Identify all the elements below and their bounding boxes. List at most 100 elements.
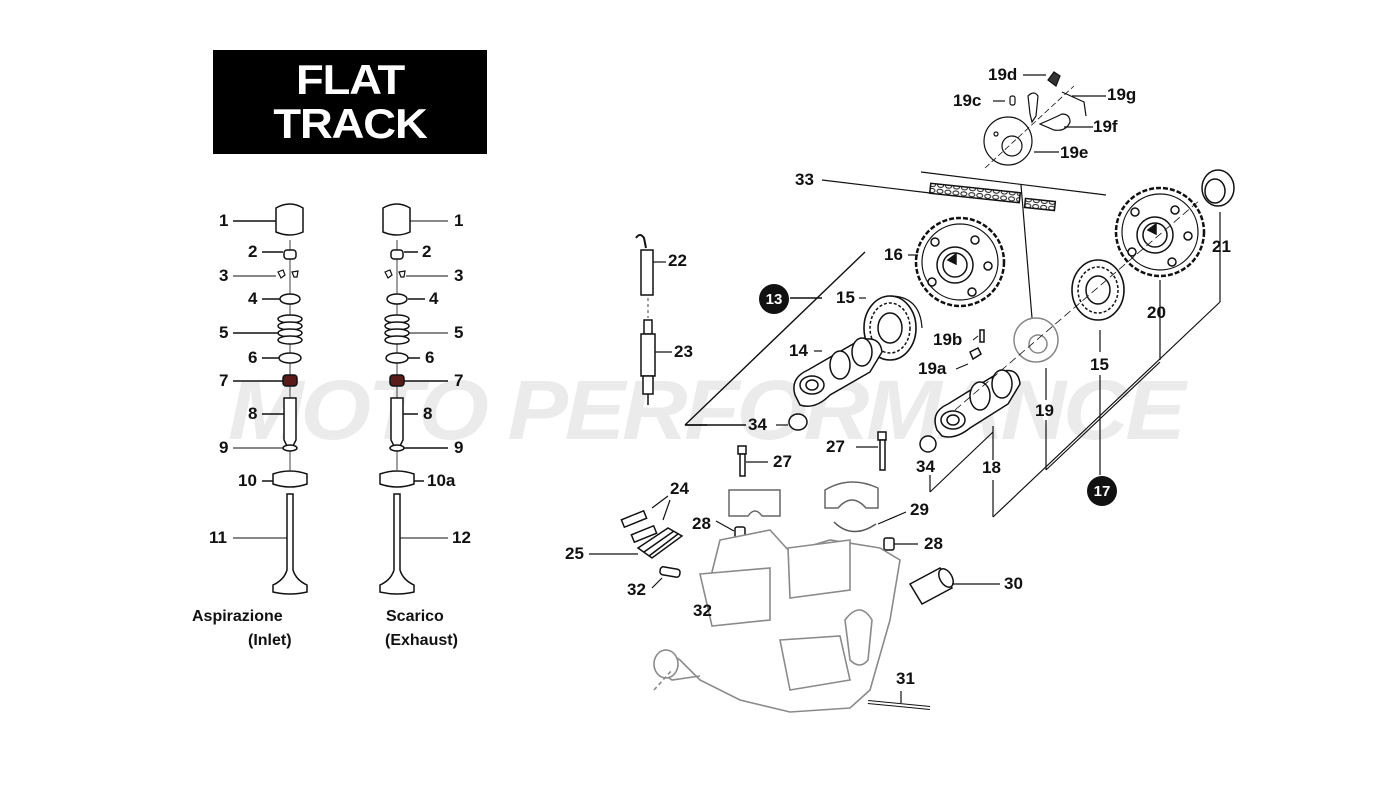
part-16-intake-cam-sprocket: [914, 216, 1006, 308]
label-33: 33: [795, 170, 814, 189]
label-inlet-11: 11: [209, 528, 227, 547]
part-32-plug-screw: [659, 566, 681, 578]
label-19b: 19b: [933, 330, 963, 349]
part-29-half-bearing: [833, 521, 877, 533]
label-19g: 19g: [1107, 85, 1137, 104]
part-22-spark-plug-cap: [635, 234, 666, 296]
cylinder-head: [653, 529, 901, 713]
camshaft-assembly: [684, 169, 1235, 518]
label-exhaust-3: 3: [454, 266, 464, 285]
part-34-dowel-ring: [919, 435, 937, 453]
part-9-circlip: [389, 444, 405, 452]
part-19c-pin: [1009, 95, 1016, 106]
part-19c-lever: [1027, 92, 1039, 124]
part-8-valve-guide: [390, 397, 404, 449]
part-10-valve-seat: [272, 470, 308, 488]
cam-cap-left: [728, 489, 781, 517]
part-19a-pin: [969, 346, 982, 361]
inlet-valve-assembly: [233, 203, 308, 595]
part-2-shim: [283, 249, 297, 260]
part-1-tappet-bucket: [275, 203, 304, 236]
label-inlet-2: 2: [248, 242, 258, 261]
label-inlet-1: 1: [219, 211, 229, 230]
label-inlet-10: 10: [238, 471, 257, 490]
watermark: MOTO PERFORMANCE: [228, 363, 1186, 457]
part-10a-valve-seat: [379, 470, 415, 488]
label-30: 30: [1004, 574, 1023, 593]
label-exhaust-6: 6: [425, 348, 435, 367]
part-21-bearing: [1201, 169, 1235, 207]
part-19b-pin: [979, 329, 985, 343]
label-inlet-4: 4: [248, 289, 258, 308]
label-exhaust-4: 4: [429, 289, 439, 308]
part-15-bearing: [1071, 259, 1125, 321]
label-inlet-7: 7: [219, 371, 229, 390]
part-27-bolt: [737, 445, 768, 477]
label-20: 20: [1147, 303, 1166, 322]
label-exhaust-2: 2: [422, 242, 432, 261]
caption-exhaust-italian: Scarico: [386, 608, 444, 625]
label-inlet-6: 6: [248, 348, 258, 367]
part-24-inserts: [620, 495, 671, 544]
label-exhaust-1: 1: [454, 211, 464, 230]
label-17-highlighted: 17: [1087, 476, 1117, 506]
title-line-1: FLAT: [295, 56, 405, 103]
label-23: 23: [674, 342, 693, 361]
caption-exhaust-english: (Exhaust): [385, 632, 458, 649]
part-4-spring-retainer: [279, 293, 301, 305]
part-2-shim: [390, 249, 404, 260]
title-line-2: TRACK: [273, 100, 427, 147]
part-6-spring-seat: [278, 352, 302, 364]
part-31-stud: [867, 691, 931, 710]
part-8-valve-guide: [283, 397, 297, 449]
label-24: 24: [670, 479, 689, 498]
label-19f: 19f: [1093, 117, 1118, 136]
label-32-lower: 32: [693, 601, 712, 620]
label-exhaust-12: 12: [452, 528, 471, 547]
part-3-collets: [384, 269, 406, 279]
flat-track-title-badge: FLAT TRACK: [213, 50, 487, 154]
part-1-tappet-bucket: [382, 203, 411, 236]
part-19g-spring: [1061, 91, 1087, 117]
part-9-circlip: [282, 444, 298, 452]
part-23-spark-plug: [640, 319, 672, 405]
part-28-dowel: [883, 537, 895, 551]
part-19d-screw: [1047, 71, 1061, 87]
part-4-spring-retainer: [386, 293, 408, 305]
part-7-valve-seal: [389, 374, 405, 387]
part-12-exhaust-valve: [379, 493, 415, 595]
part-33-timing-chain: [928, 182, 1022, 204]
label-14: 14: [789, 341, 808, 360]
part-3-collets: [277, 269, 299, 279]
label-inlet-8: 8: [248, 404, 258, 423]
label-28-right: 28: [924, 534, 943, 553]
part-19f-weight: [1038, 113, 1071, 131]
decompressor-assembly: [983, 71, 1106, 169]
label-19a: 19a: [918, 359, 947, 378]
part-5-valve-spring: [277, 314, 303, 345]
label-15-exhaust: 15: [1090, 355, 1109, 374]
label-32-upper: 32: [627, 580, 646, 599]
label-16: 16: [884, 245, 903, 264]
label-31: 31: [896, 669, 915, 688]
label-exhaust-10a: 10a: [427, 471, 456, 490]
part-20-exhaust-cam-sprocket: [1114, 186, 1206, 278]
label-27-left: 27: [773, 452, 792, 471]
part-6-spring-seat: [385, 352, 409, 364]
part-5-valve-spring: [384, 314, 410, 345]
label-34-exhaust: 34: [916, 457, 935, 476]
cam-cap-right: [824, 481, 879, 509]
label-19: 19: [1035, 401, 1054, 420]
label-inlet-9: 9: [219, 438, 229, 457]
caption-inlet-english: (Inlet): [248, 632, 292, 649]
label-inlet-5: 5: [219, 323, 229, 342]
label-exhaust-8: 8: [423, 404, 433, 423]
label-18: 18: [982, 458, 1001, 477]
label-21: 21: [1212, 237, 1231, 256]
label-inlet-3: 3: [219, 266, 229, 285]
exhaust-valve-assembly: [379, 203, 448, 595]
label-exhaust-7: 7: [454, 371, 464, 390]
part-14-intake-camshaft: [793, 337, 883, 407]
